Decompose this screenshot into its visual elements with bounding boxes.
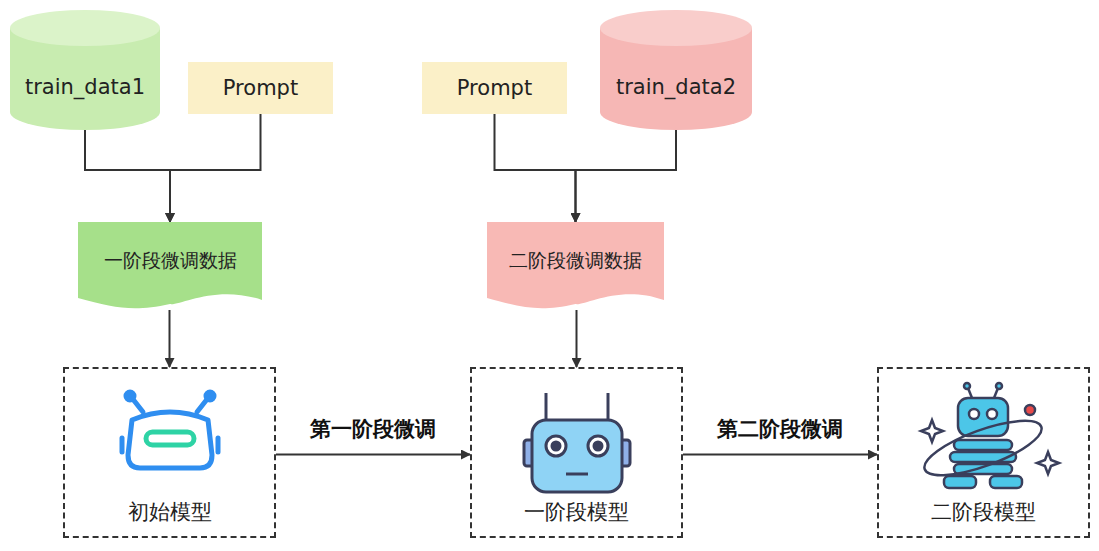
database-cylinder-outline	[600, 10, 752, 130]
connector-arrow	[85, 130, 170, 222]
node-text: 初始模型	[128, 498, 212, 526]
database-cylinder: train_data2	[600, 10, 752, 130]
data-document: 一阶段微调数据	[78, 222, 262, 310]
node-text: Prompt	[223, 76, 298, 100]
connector-arrow	[683, 454, 877, 456]
node-text: Prompt	[457, 76, 532, 100]
edge-label: 第二阶段微调	[715, 415, 845, 443]
node-text: 二阶段微调数据	[509, 248, 642, 274]
robot-icon-stage1	[524, 393, 630, 492]
connector-arrow	[495, 114, 576, 222]
node-text: 二阶段模型	[931, 498, 1036, 526]
edge-label: 第一阶段微调	[308, 415, 438, 443]
prompt-box: Prompt	[422, 62, 567, 114]
model-box: 初始模型	[63, 367, 276, 538]
robot-icon-stage2	[919, 383, 1059, 488]
connector-arrow	[576, 310, 578, 367]
connector-arrow	[276, 454, 470, 456]
connector-arrow	[576, 130, 677, 222]
model-box: 二阶段模型	[877, 367, 1090, 538]
database-cylinder: train_data1	[10, 10, 160, 130]
prompt-box: Prompt	[188, 62, 333, 114]
node-text: 一阶段微调数据	[104, 248, 237, 274]
robot-icon-initial	[122, 392, 218, 468]
database-cylinder-outline	[10, 10, 160, 130]
connector-arrow	[170, 114, 261, 222]
node-text: train_data2	[616, 75, 736, 99]
node-text: 一阶段模型	[524, 498, 629, 526]
connector-arrow	[169, 310, 171, 367]
data-document: 二阶段微调数据	[487, 222, 664, 310]
node-text: train_data1	[25, 75, 145, 99]
model-box: 一阶段模型	[470, 367, 683, 538]
